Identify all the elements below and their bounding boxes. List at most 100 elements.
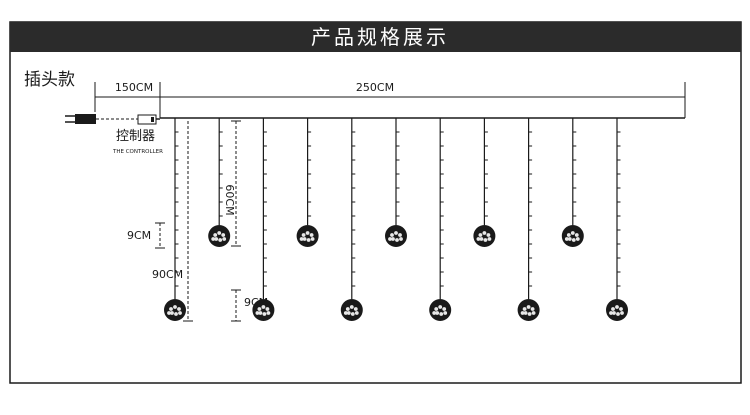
ball-led: [349, 305, 354, 309]
ball-led: [619, 307, 623, 311]
light-strand: [473, 118, 496, 247]
ball-led: [299, 237, 304, 241]
dim-drop-long-label: 90CM: [152, 268, 183, 281]
ball-led: [438, 305, 443, 309]
ball-led: [255, 311, 260, 315]
ball-led: [310, 237, 315, 241]
ball-led: [571, 238, 576, 242]
ball-led: [167, 311, 171, 315]
light-ball-icon: [517, 299, 540, 321]
ball-led: [520, 311, 525, 315]
plug-icon: [65, 114, 96, 124]
ball-led: [177, 307, 181, 311]
ball-led: [574, 233, 579, 237]
ball-led: [306, 238, 311, 242]
ball-led: [476, 237, 481, 241]
ball-led: [575, 237, 580, 241]
ball-led: [173, 305, 177, 309]
ball-led: [483, 238, 488, 242]
ball-led: [435, 311, 440, 315]
ball-led: [222, 237, 227, 241]
ball-led: [354, 311, 359, 315]
strand-group: [164, 118, 628, 321]
light-ball-icon: [429, 299, 452, 321]
light-ball-icon: [340, 299, 363, 321]
ball-led: [478, 233, 483, 237]
light-strand: [208, 118, 231, 247]
ball-led: [394, 231, 398, 235]
ball-led: [214, 237, 219, 241]
ball-led: [442, 307, 447, 311]
ball-led: [343, 311, 348, 315]
ball-led: [309, 233, 314, 237]
ball-led: [301, 233, 306, 237]
dim-drop-short-label: 60CM: [223, 184, 236, 215]
dim-top-left-label: 150CM: [115, 81, 153, 94]
light-strand: [340, 118, 363, 321]
light-strand: [561, 118, 584, 247]
dim-ball-a-label: 9CM: [127, 229, 151, 242]
ball-led: [257, 307, 262, 311]
light-ball-icon: [385, 225, 407, 247]
ball-led: [399, 237, 403, 241]
ball-led: [479, 237, 484, 241]
ball-led: [221, 233, 226, 237]
light-ball-icon: [606, 299, 628, 321]
variant-label: 插头款: [24, 70, 75, 90]
ball-led: [432, 311, 437, 315]
ball-led: [391, 237, 395, 241]
ball-led: [567, 237, 572, 241]
ball-led: [527, 312, 532, 316]
light-strand: [164, 118, 186, 321]
dim-top-main-label: 250CM: [356, 81, 394, 94]
ball-led: [523, 311, 528, 315]
ball-led: [174, 312, 178, 316]
ball-led: [612, 311, 616, 315]
ball-led: [170, 311, 174, 315]
light-ball-icon: [164, 299, 186, 321]
ball-led: [615, 305, 619, 309]
controller-label: 控制器: [116, 129, 155, 144]
light-strand: [517, 118, 540, 321]
ball-led: [486, 233, 491, 237]
ball-led: [570, 231, 575, 235]
light-strand: [429, 118, 452, 321]
ball-led: [350, 312, 355, 316]
ball-led: [213, 233, 218, 237]
ball-led: [346, 311, 351, 315]
controller-sublabel: THE CONTROLLER: [112, 149, 163, 155]
ball-led: [258, 311, 263, 315]
ball-led: [434, 307, 439, 311]
ball-led: [611, 307, 615, 311]
ball-led: [616, 312, 620, 316]
ball-led: [265, 307, 270, 311]
outer-frame: [9, 21, 742, 384]
ball-led: [566, 233, 571, 237]
ball-led: [398, 233, 402, 237]
light-ball-icon: [473, 225, 496, 247]
light-strand: [252, 118, 275, 321]
ball-led: [211, 237, 216, 241]
ball-led: [530, 307, 535, 311]
header-title: 产品规格展示: [311, 25, 449, 49]
light-ball-icon: [561, 225, 584, 247]
ball-led: [526, 305, 531, 309]
ball-led: [169, 307, 173, 311]
ball-led: [218, 238, 223, 242]
ball-led: [620, 311, 624, 315]
ball-led: [439, 312, 444, 316]
dim-ball-b-label: 9CM: [244, 296, 268, 309]
ball-led: [266, 311, 271, 315]
light-ball-icon: [296, 225, 319, 247]
light-strand: [296, 118, 319, 247]
ball-led: [564, 237, 569, 241]
ball-led: [302, 237, 307, 241]
ball-led: [262, 312, 267, 316]
ball-led: [353, 307, 358, 311]
light-ball-icon: [252, 299, 275, 321]
light-strand: [385, 118, 407, 247]
ball-led: [482, 231, 487, 235]
ball-led: [305, 231, 310, 235]
